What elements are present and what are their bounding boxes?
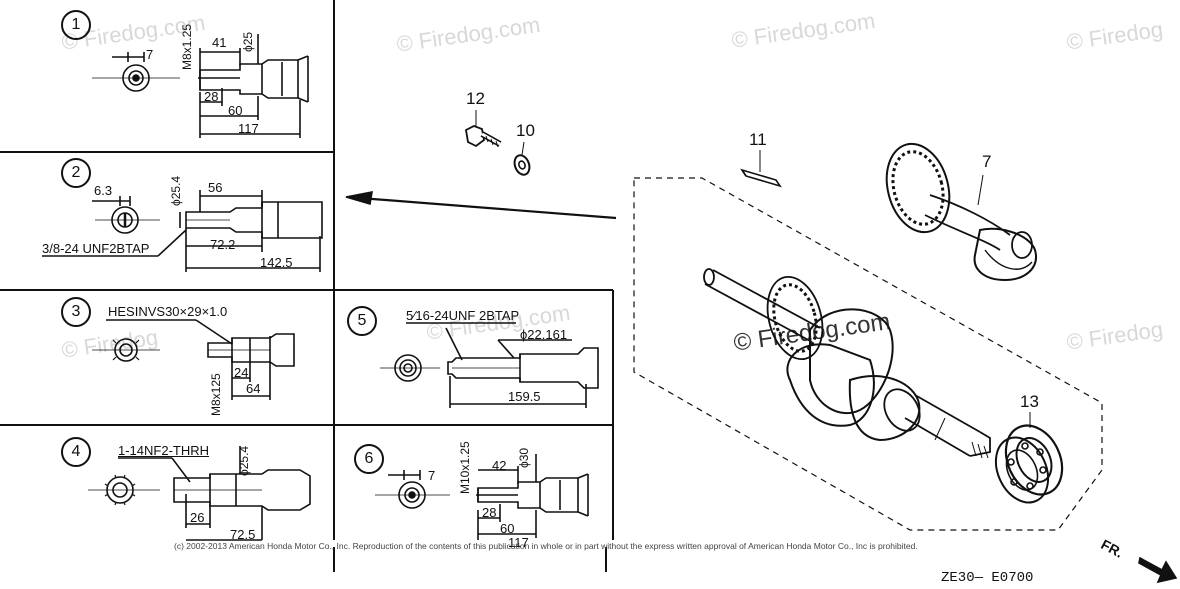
part-number-camshaft[interactable]: 7 bbox=[982, 152, 992, 171]
dimension-label: 5⁄16-24UNF 2BTAP bbox=[406, 308, 520, 323]
dimension-label: 72.5 bbox=[230, 527, 256, 542]
variant-number: 3 bbox=[61, 297, 91, 327]
dimension-label: 142.5 bbox=[260, 255, 293, 270]
dimension-label: 117 bbox=[508, 535, 529, 550]
dimension-label: 56 bbox=[208, 180, 223, 195]
variant-number: 4 bbox=[61, 437, 91, 467]
dimension-label: 1-14NF2-THRH bbox=[118, 443, 210, 458]
dimension-label: 3/8-24 UNF2BTAP bbox=[42, 241, 150, 256]
dimension-label: ϕ25.4 bbox=[237, 445, 251, 476]
dimension-label: ϕ25 bbox=[241, 31, 255, 52]
dimension-label: 28 bbox=[482, 505, 497, 520]
dimension-label: ϕ22.161 bbox=[520, 327, 568, 342]
dimension-label: 60 bbox=[500, 521, 515, 536]
dimension-label: 7 bbox=[428, 468, 436, 483]
variant-number: 6 bbox=[354, 444, 384, 474]
dimension-label: M8x125 bbox=[209, 373, 223, 416]
dimension-label: ϕ30 bbox=[517, 447, 531, 468]
dimension-label: 117 bbox=[238, 121, 259, 136]
part-number-washer[interactable]: 10 bbox=[516, 121, 535, 140]
variant-number: 5 bbox=[347, 306, 377, 336]
dimension-label: 41 bbox=[212, 35, 227, 50]
dimension-label: M10x1.25 bbox=[458, 441, 472, 494]
dimension-label: 72.2 bbox=[210, 237, 236, 252]
dimension-label: 42 bbox=[492, 458, 507, 473]
dimension-label: 6.3 bbox=[94, 183, 113, 198]
dimension-label: 28 bbox=[204, 89, 219, 104]
variant-number: 1 bbox=[61, 10, 91, 40]
dimension-label: 60 bbox=[228, 103, 243, 118]
part-number-key[interactable]: 11 bbox=[749, 130, 767, 149]
dimension-label: ϕ25.4 bbox=[169, 175, 183, 206]
part-number-bolt[interactable]: 12 bbox=[466, 89, 485, 108]
dimension-label: 159.5 bbox=[508, 389, 541, 404]
dimension-label: 24 bbox=[234, 365, 249, 380]
variant-number: 2 bbox=[61, 158, 91, 188]
part-number-bearing[interactable]: 13 bbox=[1020, 392, 1039, 411]
dimension-label: 7 bbox=[146, 47, 154, 62]
dimension-label: 64 bbox=[246, 381, 261, 396]
diagram-code: ZE30— E0700 bbox=[941, 570, 1034, 586]
dimension-label: HESINVS30×29×1.0 bbox=[108, 304, 228, 319]
dimension-label: M8x1.25 bbox=[180, 23, 194, 70]
dimension-label: 26 bbox=[190, 510, 205, 525]
copyright-notice: (c) 2002-2013 American Honda Motor Co., … bbox=[174, 541, 918, 551]
